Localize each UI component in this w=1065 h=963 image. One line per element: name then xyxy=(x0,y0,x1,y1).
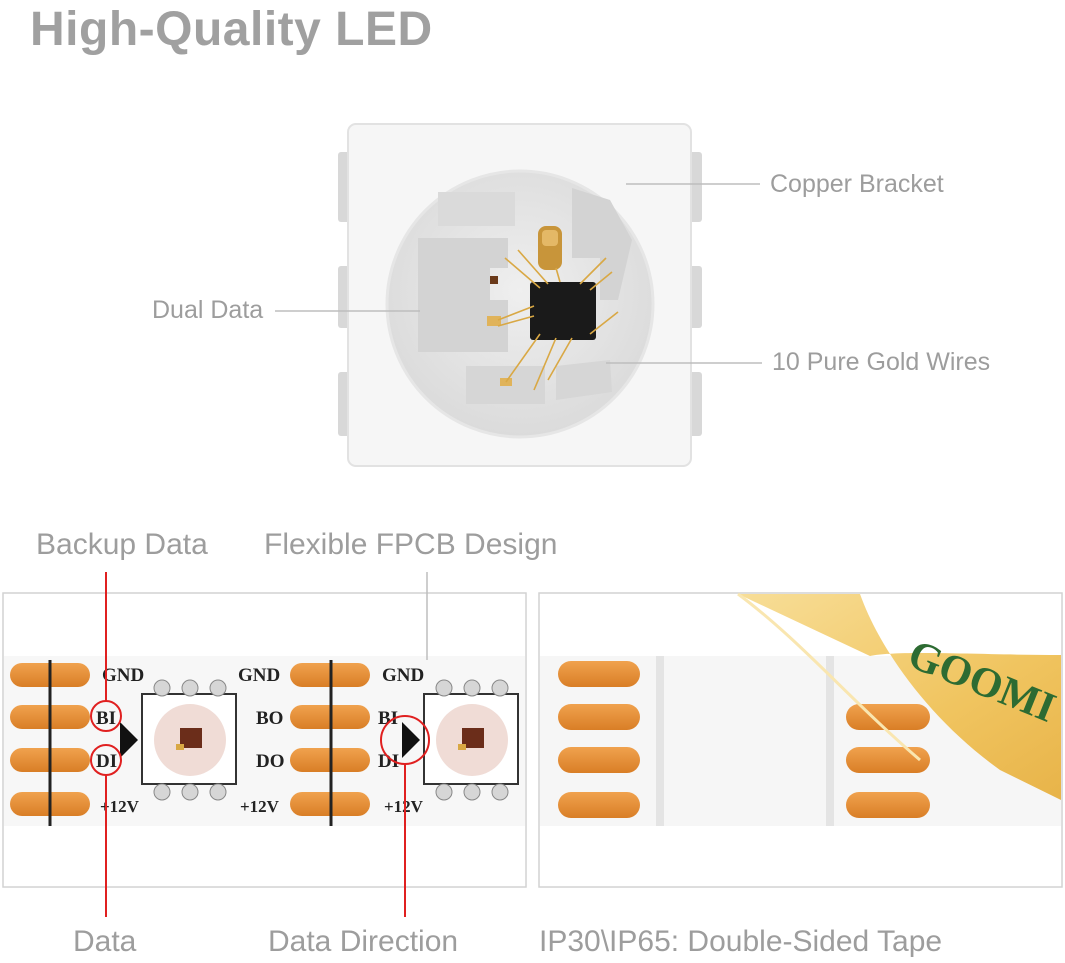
silk-12v-2: +12V xyxy=(240,797,280,816)
adhesive-tape-peel xyxy=(738,594,1061,800)
silk-gnd-1: GND xyxy=(102,665,144,686)
ic-die xyxy=(530,282,596,340)
gold-wires xyxy=(497,249,619,391)
label-double-sided-tape: IP30\IP65: Double-Sided Tape xyxy=(539,925,943,958)
label-flexible-fpcb: Flexible FPCB Design xyxy=(264,528,558,561)
silk-bo-1: BO xyxy=(256,708,283,729)
page-title: High-Quality LED xyxy=(30,3,433,56)
label-backup-data: Backup Data xyxy=(36,528,208,561)
silk-di-2: DI xyxy=(378,751,399,772)
silk-gnd-2: GND xyxy=(238,665,280,686)
silk-bi-1: BI xyxy=(96,708,116,729)
label-gold-wires: 10 Pure Gold Wires xyxy=(772,348,991,376)
silk-di-1: DI xyxy=(96,751,117,772)
silk-gnd-3: GND xyxy=(382,665,424,686)
tape-pads-right xyxy=(846,704,930,818)
lead-frame-top xyxy=(438,192,515,226)
silk-12v-1: +12V xyxy=(100,797,140,816)
strip-led-2 xyxy=(402,679,519,801)
led-chip xyxy=(338,123,702,467)
strip-led-1 xyxy=(120,679,237,801)
label-data: Data xyxy=(73,925,137,958)
tape-pads-left xyxy=(558,661,640,818)
direction-arrow-1 xyxy=(120,722,138,758)
silk-12v-3: +12V xyxy=(384,797,424,816)
label-data-direction: Data Direction xyxy=(268,925,459,958)
tape-closeup: GOOMI xyxy=(540,592,1062,826)
label-dual-data: Dual Data xyxy=(152,296,264,324)
direction-arrow-2 xyxy=(402,722,420,758)
lead-frame-bottom-right xyxy=(556,360,612,400)
label-copper-bracket: Copper Bracket xyxy=(770,170,944,198)
lead-frame-left xyxy=(418,238,508,352)
lead-frame-right xyxy=(572,188,632,300)
chip-callouts xyxy=(275,183,762,364)
silk-do-1: DO xyxy=(256,751,285,772)
silk-bi-2: BI xyxy=(378,708,398,729)
led-strip-closeup: GND GND GND BI DI BO DO BI DI +12V +12V … xyxy=(4,572,525,917)
